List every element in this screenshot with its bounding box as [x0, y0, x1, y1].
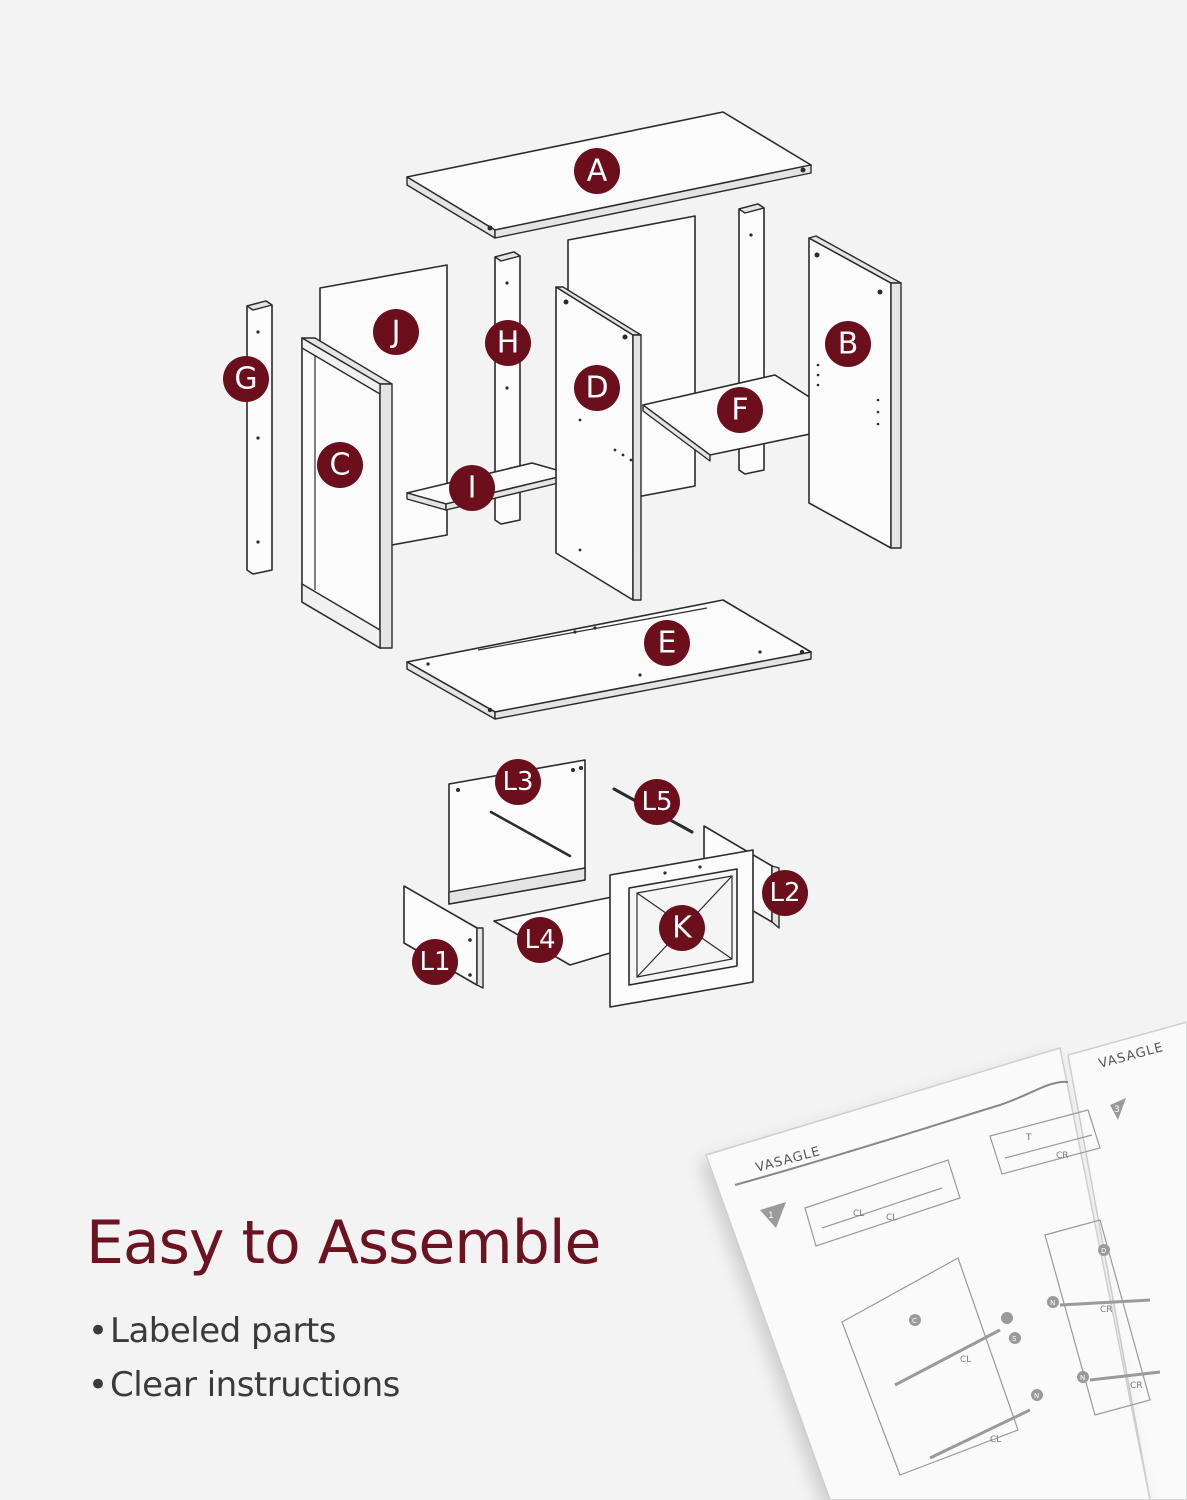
booklet-cl-4: CL — [990, 1435, 1001, 1445]
booklet-c-mark: C — [912, 1317, 917, 1325]
instruction-booklet: VASAGLE VASAGLE 1 3 CL CL CR CL CL CR CR… — [705, 1021, 1187, 1500]
label-l1: L1 — [412, 939, 458, 985]
label-b-text: B — [838, 327, 859, 362]
label-e-text: E — [658, 626, 677, 661]
label-i-text: I — [468, 471, 477, 506]
label-i: I — [449, 465, 495, 511]
booklet-cl-2: CL — [886, 1213, 897, 1223]
bullet-dot: • — [88, 1365, 108, 1405]
feature-list: •Labeled parts •Clear instructions — [88, 1304, 400, 1412]
label-l3-text: L3 — [502, 767, 533, 797]
part-h-post — [494, 251, 521, 525]
booklet-cr-2: CR — [1100, 1305, 1113, 1315]
step-3-badge — [1110, 1098, 1126, 1120]
label-l4: L4 — [517, 917, 563, 963]
part-c-side — [301, 337, 393, 649]
booklet-cr-1: CR — [1056, 1151, 1069, 1161]
part-d-divider — [555, 286, 642, 601]
feature-label: Clear instructions — [110, 1365, 400, 1405]
label-b: B — [825, 321, 871, 367]
label-h: H — [485, 320, 531, 366]
label-k-text: K — [672, 911, 693, 946]
feature-label: Labeled parts — [110, 1311, 336, 1351]
label-a-text: A — [587, 154, 608, 189]
step-3-number: 3 — [1114, 1105, 1120, 1115]
label-f-text: F — [731, 393, 748, 428]
booklet-t-mark: T — [1025, 1133, 1032, 1143]
headline: Easy to Assemble — [86, 1208, 601, 1278]
booklet-n-mark-2: N — [1050, 1299, 1055, 1307]
label-e: E — [644, 620, 690, 666]
booklet-n-mark-3: N — [1080, 1374, 1085, 1382]
step-1-number: 1 — [768, 1211, 774, 1221]
label-l4-text: L4 — [524, 925, 555, 955]
label-l1-text: L1 — [419, 947, 450, 977]
part-b-side — [808, 235, 902, 549]
part-e-bottom — [406, 599, 812, 720]
label-g: G — [223, 356, 269, 402]
feature-item: •Clear instructions — [88, 1358, 400, 1412]
booklet-s-mark: S — [1012, 1335, 1017, 1343]
booklet-cr-3: CR — [1130, 1381, 1143, 1391]
part-g-post — [246, 300, 273, 575]
label-l3: L3 — [495, 759, 541, 805]
label-l2-text: L2 — [769, 878, 800, 908]
part-l1-side — [403, 885, 484, 989]
label-f: F — [717, 387, 763, 433]
label-h-text: H — [497, 326, 520, 361]
booklet-cl-1: CL — [853, 1209, 864, 1219]
label-l2: L2 — [762, 870, 808, 916]
label-c: C — [317, 442, 363, 488]
label-j: J — [373, 309, 419, 355]
feature-item: •Labeled parts — [88, 1304, 400, 1358]
label-g-text: G — [234, 362, 257, 397]
label-d-text: D — [585, 371, 608, 406]
step-1-badge — [760, 1202, 786, 1228]
booklet-n-mark-1: N — [1034, 1392, 1039, 1400]
booklet-cl-3: CL — [960, 1355, 971, 1365]
bullet-dot: • — [88, 1311, 108, 1351]
label-a: A — [574, 148, 620, 194]
label-c-text: C — [330, 448, 351, 483]
label-j-text: J — [390, 315, 401, 350]
part-l3-back — [448, 759, 586, 905]
label-k: K — [659, 905, 705, 951]
booklet-d-mark: D — [1101, 1247, 1106, 1255]
label-l5: L5 — [634, 779, 680, 825]
label-d: D — [574, 365, 620, 411]
label-l5-text: L5 — [641, 787, 672, 817]
